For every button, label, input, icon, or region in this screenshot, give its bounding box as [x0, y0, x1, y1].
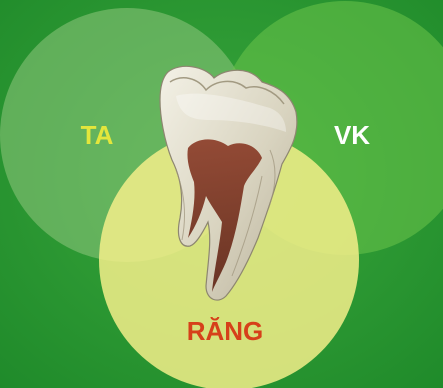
label-vk: VK	[334, 120, 370, 150]
label-ta: TA	[81, 120, 114, 150]
label-rang: RĂNG	[187, 316, 264, 346]
